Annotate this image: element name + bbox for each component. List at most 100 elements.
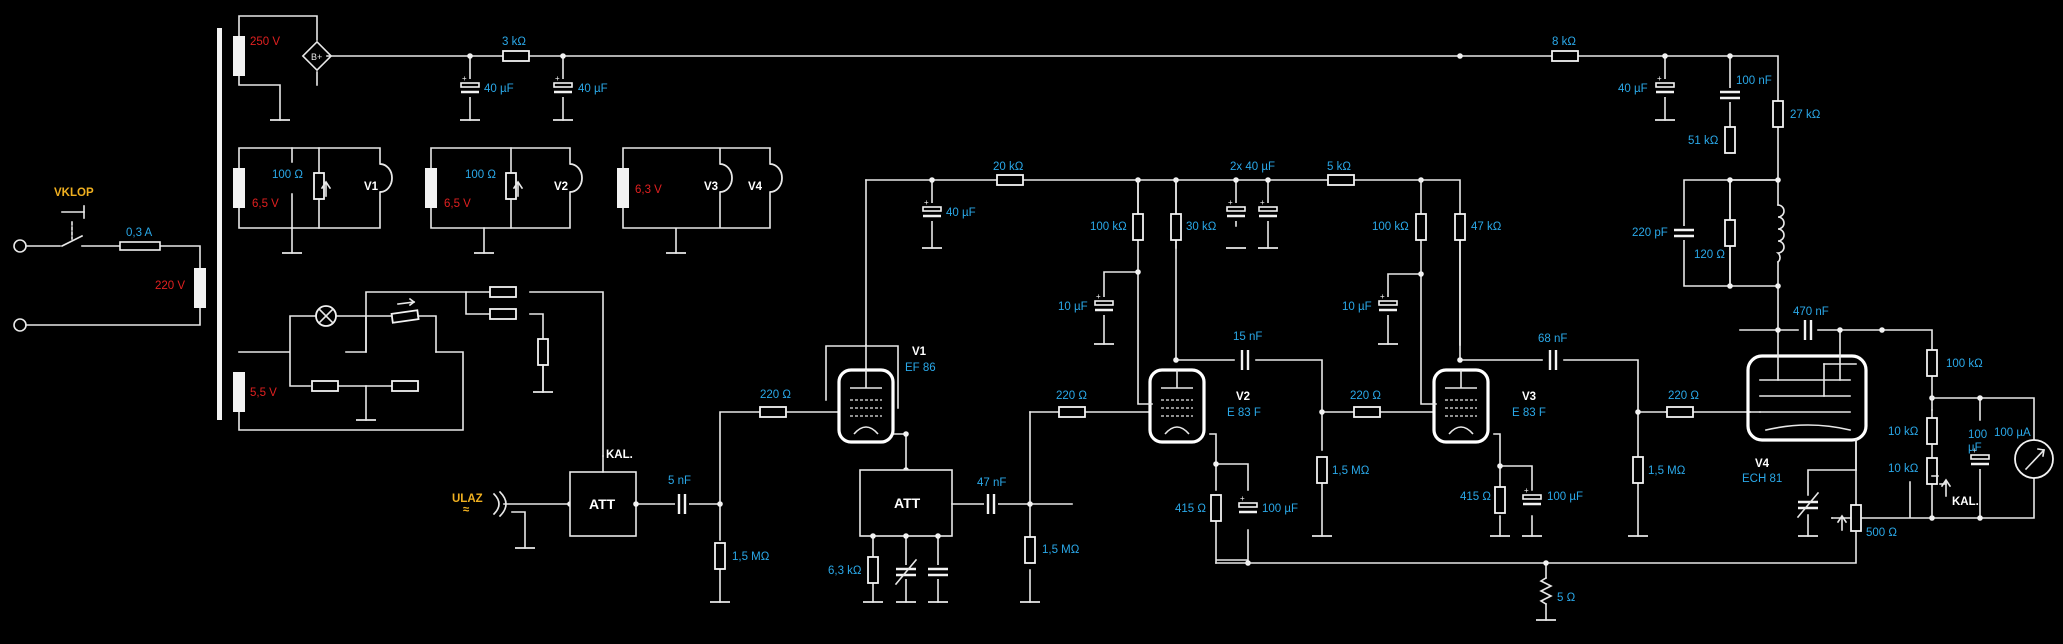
mains-input: VKLOP 0,3 A 220 V [13, 28, 222, 420]
psu-c2-value: 40 µF [578, 83, 608, 95]
psu-c7-value: 2x 40 µF [1230, 161, 1275, 173]
tube-v1-name: V1 [912, 346, 927, 358]
c-v3-screen-value: 10 µF [1342, 301, 1372, 313]
c-v4-fb-value: 470 nF [1793, 306, 1829, 318]
mains-terminal-bottom[interactable] [13, 318, 27, 332]
sec-lamp-voltage: 5,5 V [250, 387, 277, 399]
sec-v2-voltage: 6,5 V [444, 198, 471, 210]
c-v2-k-value: 100 µF [1262, 503, 1298, 515]
psu-c6-value: 40 µF [946, 207, 976, 219]
psu-r3-value: 51 kΩ [1688, 135, 1719, 147]
filament-v1: V1 [364, 181, 379, 193]
primary-winding [194, 268, 206, 308]
c-meter-b: µF [1968, 442, 1982, 454]
r-in-series-value: 220 Ω [760, 389, 791, 401]
panel-meter [2014, 439, 2054, 479]
psu-r7-value: 5 kΩ [1327, 161, 1351, 173]
hum-pot2-value: 100 Ω [465, 169, 496, 181]
c-v3-k-value: 100 µF [1547, 491, 1583, 503]
tube-v2 [1148, 368, 1206, 444]
pilot-lamp [315, 305, 337, 327]
hv-supply: 3 kΩ 40 µF 40 µF 8 kΩ 40 µF 100 nF 51 kΩ… [326, 36, 1821, 346]
bridge-rectifier: B+ [301, 40, 333, 72]
r-v3-k-value: 415 Ω [1460, 491, 1491, 503]
r-v4-series-value: 220 Ω [1668, 390, 1699, 402]
c-v3-out-value: 68 nF [1538, 333, 1567, 345]
input-stage: ULAZ ≈ ATT 5 nF 220 Ω 1,5 MΩ V1 EF 86 AT… [452, 344, 1080, 603]
filament-v4: V4 [748, 181, 763, 193]
input-symbol: ≈ [463, 504, 470, 516]
att2-box [859, 469, 953, 537]
fuse [119, 241, 161, 251]
r-v3-screen-value: 100 kΩ [1372, 221, 1409, 233]
c-att2-out-value: 47 nF [977, 477, 1006, 489]
sec-v1-voltage: 6,5 V [252, 198, 279, 210]
input-label: ULAZ [452, 493, 483, 505]
c-in-value: 5 nF [668, 475, 691, 487]
transformer-secondaries: 250 V B+ 6,5 V V1 100 Ω 6,5 V V2 100 Ω 6… [233, 15, 783, 461]
transformer-core [217, 28, 222, 420]
psu-c5-value: 220 pF [1632, 227, 1668, 239]
r-v2-k-value: 415 Ω [1175, 503, 1206, 515]
meter-value: 100 µA [1994, 427, 2031, 439]
fuse-value: 0,3 A [126, 227, 153, 239]
mains-terminal-top[interactable] [13, 239, 27, 253]
tube-v1-type: EF 86 [905, 362, 936, 374]
r-v4-grid-value: 1,5 MΩ [1648, 465, 1686, 477]
tube-v4-type: ECH 81 [1742, 473, 1782, 485]
switch-label: VKLOP [54, 187, 94, 199]
tube-v4-name: V4 [1755, 458, 1770, 470]
mains-voltage: 220 V [155, 280, 185, 292]
tube-v2-type: E 83 F [1227, 407, 1261, 419]
psu-r5-value: 120 Ω [1694, 249, 1725, 261]
sec-hv-voltage: 250 V [250, 36, 280, 48]
svg-text:B+: B+ [311, 52, 322, 62]
common-resistor [1539, 576, 1553, 606]
r-meter2-value: 10 kΩ [1888, 426, 1919, 438]
att2-label: ATT [894, 495, 921, 511]
psu-c1-value: 40 µF [484, 83, 514, 95]
r-v2-screen-value: 100 kΩ [1090, 221, 1127, 233]
r-v2-series-value: 220 Ω [1056, 390, 1087, 402]
r-in-grid-value: 1,5 MΩ [732, 551, 770, 563]
sec-v34-voltage: 6,3 V [635, 184, 662, 196]
att2-r-value: 6,3 kΩ [828, 565, 862, 577]
r-v2-grid-value: 1,5 MΩ [1042, 544, 1080, 556]
c-v2-screen-value: 10 µF [1058, 301, 1088, 313]
c-meter-a: 100 [1968, 429, 1987, 441]
psu-r4-value: 27 kΩ [1790, 109, 1821, 121]
oscillator-coil [1775, 204, 1785, 264]
att1-label: ATT [589, 496, 616, 512]
tube-v3 [1432, 368, 1490, 444]
psu-c3-value: 40 µF [1618, 83, 1648, 95]
r-meter1-value: 100 kΩ [1946, 358, 1983, 370]
tube-v3-name: V3 [1522, 391, 1536, 403]
v2-stage: 220 Ω V2 E 83 F 100 kΩ 10 µF 30 kΩ 15 nF… [1029, 179, 1370, 566]
tube-v1 [837, 368, 895, 444]
tube-v3-type: E 83 F [1512, 407, 1546, 419]
psu-r2-value: 8 kΩ [1552, 36, 1576, 48]
tube-v4 [1746, 329, 1868, 442]
psu-r1-value: 3 kΩ [502, 36, 526, 48]
psu-c4-value: 100 nF [1736, 75, 1772, 87]
v3-stage: 220 Ω V3 E 83 F 100 kΩ 10 µF 47 kΩ 68 nF… [1342, 179, 1686, 537]
r-meter3-value: 10 kΩ [1888, 463, 1919, 475]
r-v3-plate-value: 47 kΩ [1471, 221, 1502, 233]
r-v3-grid-value: 1,5 MΩ [1332, 465, 1370, 477]
v4-meter-stage: 220 Ω V4 ECH 81 470 nF 100 kΩ 10 kΩ 10 k… [1215, 306, 2054, 621]
r-v4-pot-value: 500 Ω [1866, 527, 1897, 539]
tube-v2-name: V2 [1236, 391, 1250, 403]
filament-v2: V2 [554, 181, 568, 193]
kal2-label: KAL. [1952, 496, 1979, 508]
hum-pot1-value: 100 Ω [272, 169, 303, 181]
r-v3-series-value: 220 Ω [1350, 390, 1381, 402]
r-v2-plate-value: 30 kΩ [1186, 221, 1217, 233]
psu-r6-value: 20 kΩ [993, 161, 1024, 173]
c-v2-out-value: 15 nF [1233, 331, 1262, 343]
filament-v3: V3 [704, 181, 718, 193]
power-switch[interactable] [60, 205, 85, 248]
kal1-label: KAL. [606, 449, 633, 461]
r-common-value: 5 Ω [1557, 592, 1576, 604]
input-jack[interactable] [492, 490, 571, 549]
